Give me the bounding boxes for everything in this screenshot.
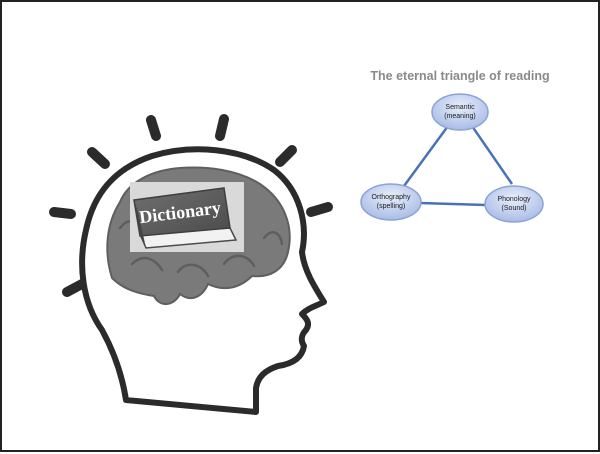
idea-rays [49, 114, 333, 297]
node-orthography: Orthography (spelling) [360, 183, 422, 221]
ray-icon [306, 202, 333, 217]
node-phonology: Phonology (Sound) [484, 185, 544, 223]
ray-icon [146, 115, 161, 141]
node-semantic-line2: (meaning) [444, 113, 476, 120]
ray-icon [49, 207, 76, 219]
node-phonology-line2: (Sound) [502, 205, 527, 212]
book-spine [134, 200, 146, 248]
dictionary-book: Dictionary [130, 182, 244, 252]
node-orthography-line2: (spelling) [377, 203, 405, 210]
ray-icon [62, 279, 87, 297]
edge-orthography-phonology [419, 201, 487, 207]
brain-folds [118, 220, 284, 278]
triangle-title: The eternal triangle of reading [370, 69, 549, 83]
node-orthography-line1: Orthography [372, 194, 411, 201]
node-semantic-line1: Semantic [445, 104, 475, 111]
ray-icon [215, 114, 229, 141]
node-semantic: Semantic (meaning) [431, 93, 489, 131]
triangle-edges [402, 125, 514, 207]
node-phonology-line1: Phonology [497, 196, 531, 203]
edge-semantic-orthography [402, 125, 450, 187]
edge-semantic-phonology [470, 125, 514, 185]
ray-icon [87, 147, 110, 169]
ray-icon [275, 145, 297, 167]
